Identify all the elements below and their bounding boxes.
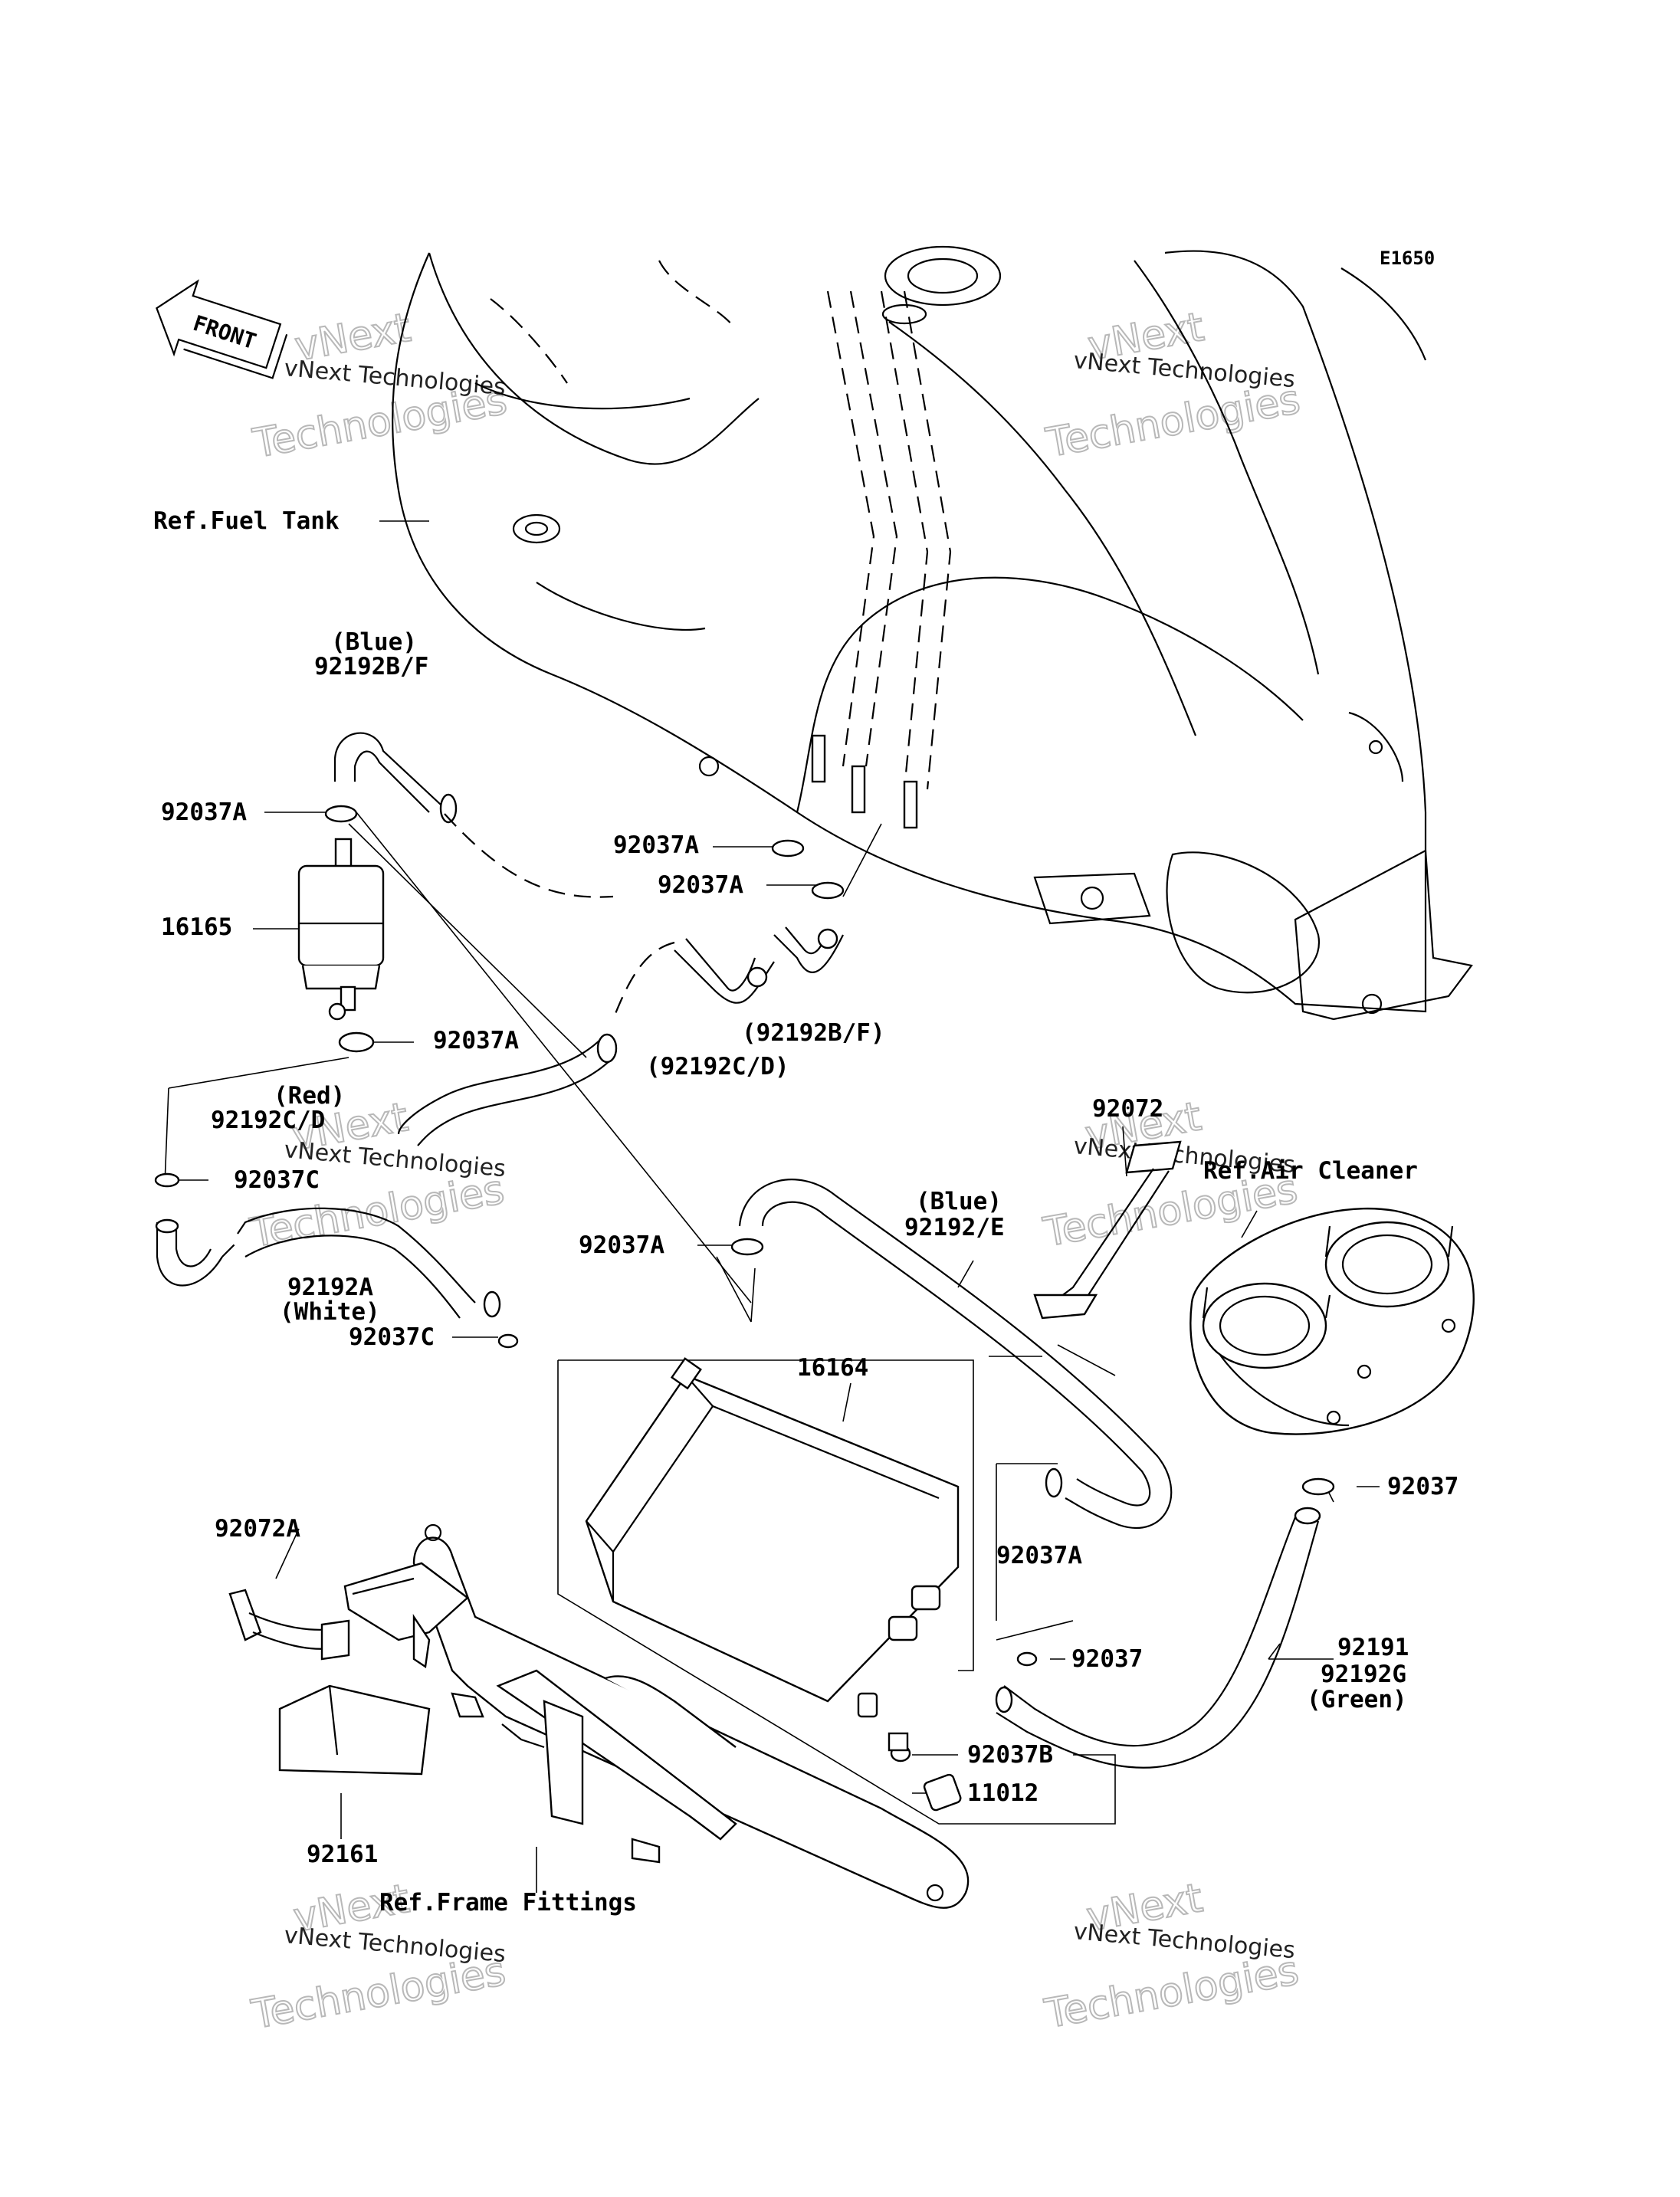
- label-92192g: 92192G: [1321, 1661, 1406, 1688]
- label-ref-air-cleaner: Ref.Air Cleaner: [1203, 1157, 1418, 1185]
- watermark-line2: vNext Technologies: [1072, 347, 1296, 393]
- label-92192cd-2: 92192C/D: [211, 1107, 325, 1134]
- label-92037a-3: 92037A: [658, 871, 743, 899]
- label-92037a-1: 92037A: [161, 798, 247, 826]
- fuel-filter: [297, 838, 385, 1021]
- label-92192e: 92192/E: [904, 1214, 1005, 1241]
- label-16164: 16164: [797, 1354, 868, 1382]
- label-92037-2: 92037: [1071, 1645, 1143, 1673]
- part-labels: Ref.Fuel Tank (Blue) 92192B/F 92037A 161…: [153, 507, 1459, 1917]
- label-92192a: 92192A: [287, 1274, 373, 1301]
- label-11012: 11012: [967, 1779, 1039, 1807]
- label-92192bf-1: 92192B/F: [314, 653, 428, 680]
- air-cleaner: [1189, 1207, 1475, 1435]
- frame-fitting: [343, 1523, 970, 1909]
- label-92037a-4: 92037A: [433, 1027, 519, 1054]
- front-arrow-icon: FRONT: [156, 279, 288, 379]
- label-16165: 16165: [161, 913, 232, 941]
- label-blue-1: (Blue): [331, 628, 417, 656]
- hoses: [155, 732, 1321, 1769]
- label-92037c-1: 92037C: [234, 1166, 320, 1194]
- label-92192cd-1: (92192C/D): [646, 1053, 789, 1080]
- label-green: (Green): [1307, 1686, 1407, 1713]
- label-red: (Red): [274, 1082, 345, 1110]
- label-ref-fuel-tank: Ref.Fuel Tank: [153, 507, 340, 535]
- charcoal-canister: [585, 1357, 962, 1812]
- front-label: FRONT: [190, 310, 259, 354]
- label-92037c-2: 92037C: [349, 1323, 435, 1351]
- strap-92072: [1033, 1140, 1182, 1320]
- fuel-tank: [392, 245, 1473, 1021]
- strap-92072a: [228, 1589, 350, 1661]
- label-92072: 92072: [1092, 1095, 1163, 1123]
- watermark-line2: vNext Technologies: [1072, 1918, 1296, 1964]
- label-92191: 92191: [1337, 1634, 1409, 1661]
- label-blue-2: (Blue): [916, 1188, 1002, 1215]
- label-92037-1: 92037: [1387, 1473, 1459, 1500]
- label-92192bf-2: (92192B/F): [742, 1019, 885, 1047]
- watermark-line2: vNext Technologies: [283, 1922, 507, 1968]
- label-92037a-5: 92037A: [579, 1231, 664, 1259]
- label-92072a: 92072A: [215, 1515, 300, 1543]
- label-92037a-6: 92037A: [996, 1542, 1082, 1569]
- label-92161: 92161: [307, 1841, 378, 1868]
- pad-92161: [278, 1684, 431, 1776]
- label-92037a-2: 92037A: [613, 831, 699, 859]
- label-white: (White): [280, 1298, 380, 1326]
- label-92037b: 92037B: [967, 1741, 1053, 1769]
- label-ref-frame-fittings: Ref.Frame Fittings: [379, 1889, 637, 1917]
- diagram-code: E1650: [1380, 248, 1435, 269]
